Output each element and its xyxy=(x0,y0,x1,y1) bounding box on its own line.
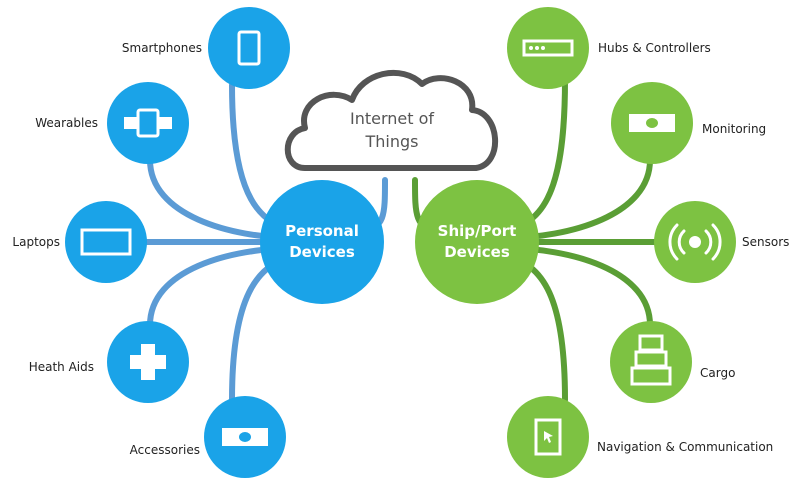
node-hubs-controllers: Hubs & Controllers xyxy=(507,7,711,89)
monitor-icon xyxy=(629,114,675,132)
ship-hub: Ship/Port Devices xyxy=(415,180,539,304)
label-wearables: Wearables xyxy=(35,116,98,130)
label-sensors: Sensors xyxy=(742,235,789,249)
node-cargo: Cargo xyxy=(610,321,735,403)
label-hubs-controllers: Hubs & Controllers xyxy=(598,41,711,55)
label-cargo: Cargo xyxy=(700,366,735,380)
cargo-boxes-icon xyxy=(630,334,672,386)
node-accessories: Accessories xyxy=(130,396,286,478)
accessory-icon xyxy=(222,428,268,446)
hub-icon xyxy=(522,39,574,57)
node-sensors: Sensors xyxy=(654,201,789,283)
node-monitoring: Monitoring xyxy=(611,82,766,164)
cloud-title-line2: Things xyxy=(365,132,419,151)
wearable-icon xyxy=(124,108,172,138)
personal-hub-line2: Devices xyxy=(289,243,355,261)
label-accessories: Accessories xyxy=(130,443,200,457)
personal-hub-line1: Personal xyxy=(285,222,359,240)
ship-hub-line2: Devices xyxy=(444,243,510,261)
label-monitoring: Monitoring xyxy=(702,122,766,136)
node-smartphones: Smartphones xyxy=(122,7,290,89)
label-navigation-communication: Navigation & Communication xyxy=(597,440,773,454)
cloud-shape: Internet of Things xyxy=(284,69,499,171)
sensor-icon xyxy=(668,223,722,261)
laptop-icon xyxy=(80,228,132,256)
node-navigation-communication: Navigation & Communication xyxy=(507,396,773,478)
label-health-aids: Heath Aids xyxy=(29,360,94,374)
node-health-aids: Heath Aids xyxy=(29,321,189,403)
label-laptops: Laptops xyxy=(12,235,60,249)
health-cross-icon xyxy=(130,344,166,380)
personal-hub: Personal Devices xyxy=(260,180,384,304)
ship-hub-line1: Ship/Port xyxy=(438,222,517,240)
node-laptops: Laptops xyxy=(12,201,147,283)
smartphone-icon xyxy=(237,30,261,66)
cloud-title-line1: Internet of xyxy=(350,109,434,128)
navigation-tablet-icon xyxy=(534,418,562,456)
label-smartphones: Smartphones xyxy=(122,41,202,55)
node-wearables: Wearables xyxy=(35,82,189,164)
